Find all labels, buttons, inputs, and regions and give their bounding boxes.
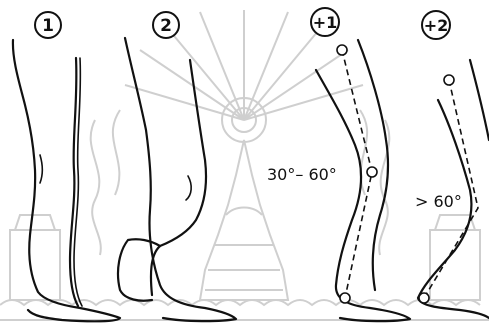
panel-plus2-number-badge: +2: [422, 11, 450, 39]
angle-label-over-60: > 60°: [415, 192, 462, 211]
angle-label-30-60: 30°– 60°: [267, 165, 337, 184]
panel-plus2: +2 > 60°: [415, 11, 489, 318]
hip-marker-2: [444, 75, 454, 85]
panel-plus1: +1 30°– 60°: [267, 8, 410, 321]
panel-2-number-badge: 2: [153, 12, 179, 38]
hip-marker: [337, 45, 347, 55]
ankle-marker-2: [419, 293, 429, 303]
panel-plus1-number: +1: [313, 13, 338, 32]
panel-2-number: 2: [160, 16, 172, 36]
panel-1-number-badge: 1: [35, 12, 61, 38]
panel-2-leg: [118, 38, 236, 321]
panel-1-number: 1: [42, 16, 54, 36]
panel-1-leg: [13, 40, 120, 321]
knee-marker: [367, 167, 377, 177]
panel-plus1-number-badge: +1: [311, 8, 339, 36]
panel-plus2-leg: [418, 60, 489, 318]
ankle-marker: [340, 293, 350, 303]
panel-plus2-number: +2: [424, 16, 449, 35]
panel-1: 1: [13, 12, 120, 321]
